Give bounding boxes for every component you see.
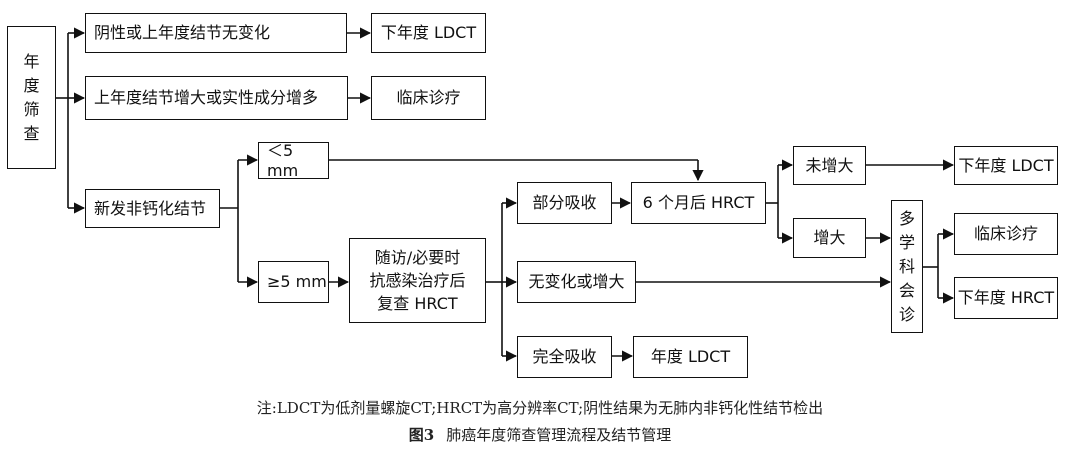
followup-line-1: 随访/必要时 [374,248,461,267]
followup-line-2: 抗感染治疗后 [369,271,466,290]
next-hrct-box: 下年度 HRCT [954,277,1058,319]
next-ldct-label-2: 下年度 LDCT [958,155,1054,175]
next-hrct-label: 下年度 HRCT [957,288,1055,308]
partial-absorption-label: 部分吸收 [532,193,597,213]
complete-absorption-label: 完全吸收 [532,347,597,367]
clinical-treatment-box-2: 临床诊疗 [954,213,1058,255]
not-enlarged-label: 未增大 [805,155,854,175]
unchanged-or-growing-label: 无变化或增大 [528,272,625,292]
annual-ldct-box: 年度 LDCT [633,336,748,378]
new-noncalcified-nodule-box: 新发非钙化结节 [85,189,220,228]
growing-or-solid-label: 上年度结节增大或实性成分增多 [94,88,319,108]
followup-line-3: 复查 HRCT [377,294,458,313]
next-ldct-label-1: 下年度 LDCT [380,23,477,43]
annual-screening-char-1: 年 [23,51,40,71]
negative-or-stable-label: 阴性或上年度结节无变化 [94,23,271,43]
lt5mm-box: ＜5 mm [258,141,329,180]
growing-or-solid-box: 上年度结节增大或实性成分增多 [85,76,348,120]
mdt-char-3: 科 [898,256,915,276]
annual-screening-char-2: 度 [23,75,40,95]
mdt-char-2: 学 [898,232,915,252]
lt5mm-label: ＜5 mm [267,141,299,180]
mdt-char-4: 会 [898,280,915,300]
unchanged-or-growing-box: 无变化或增大 [517,261,636,303]
figure-title: 肺癌年度筛查管理流程及结节管理 [446,426,672,444]
not-enlarged-box: 未增大 [793,146,866,185]
annual-screening-box: 年 度 筛 查 [7,26,56,169]
mdt-consultation-box: 多 学 科 会 诊 [891,200,923,333]
annual-ldct-label: 年度 LDCT [650,347,731,367]
ge5mm-box: ≥5 mm [258,261,329,303]
new-noncalcified-nodule-label: 新发非钙化结节 [94,198,207,218]
enlarged-label: 增大 [813,228,846,248]
clinical-treatment-box-1: 临床诊疗 [371,76,486,120]
hrct-6-months-label: 6 个月后 HRCT [642,193,755,213]
mdt-char-1: 多 [898,208,915,228]
hrct-6-months-box: 6 个月后 HRCT [631,182,766,224]
mdt-char-5: 诊 [898,304,915,324]
annual-screening-char-3: 筛 [23,99,40,119]
figure-note: 注:LDCT为低剂量螺旋CT;HRCT为高分辨率CT;阴性结果为无肺内非钙化性结… [256,399,824,417]
partial-absorption-box: 部分吸收 [517,182,612,224]
next-ldct-box-2: 下年度 LDCT [954,146,1058,185]
figure-label: 图3 [408,426,435,444]
enlarged-box: 增大 [793,218,866,258]
figure-caption: 图3 肺癌年度筛查管理流程及结节管理 [0,424,1080,445]
next-ldct-box-1: 下年度 LDCT [371,13,486,53]
negative-or-stable-box: 阴性或上年度结节无变化 [85,13,347,53]
followup-box: 随访/必要时 抗感染治疗后 复查 HRCT [349,238,486,323]
ge5mm-label: ≥5 mm [267,272,327,292]
annual-screening-char-4: 查 [23,123,40,143]
clinical-treatment-label-2: 临床诊疗 [973,224,1038,244]
complete-absorption-box: 完全吸收 [517,336,612,378]
clinical-treatment-label-1: 临床诊疗 [396,88,461,108]
